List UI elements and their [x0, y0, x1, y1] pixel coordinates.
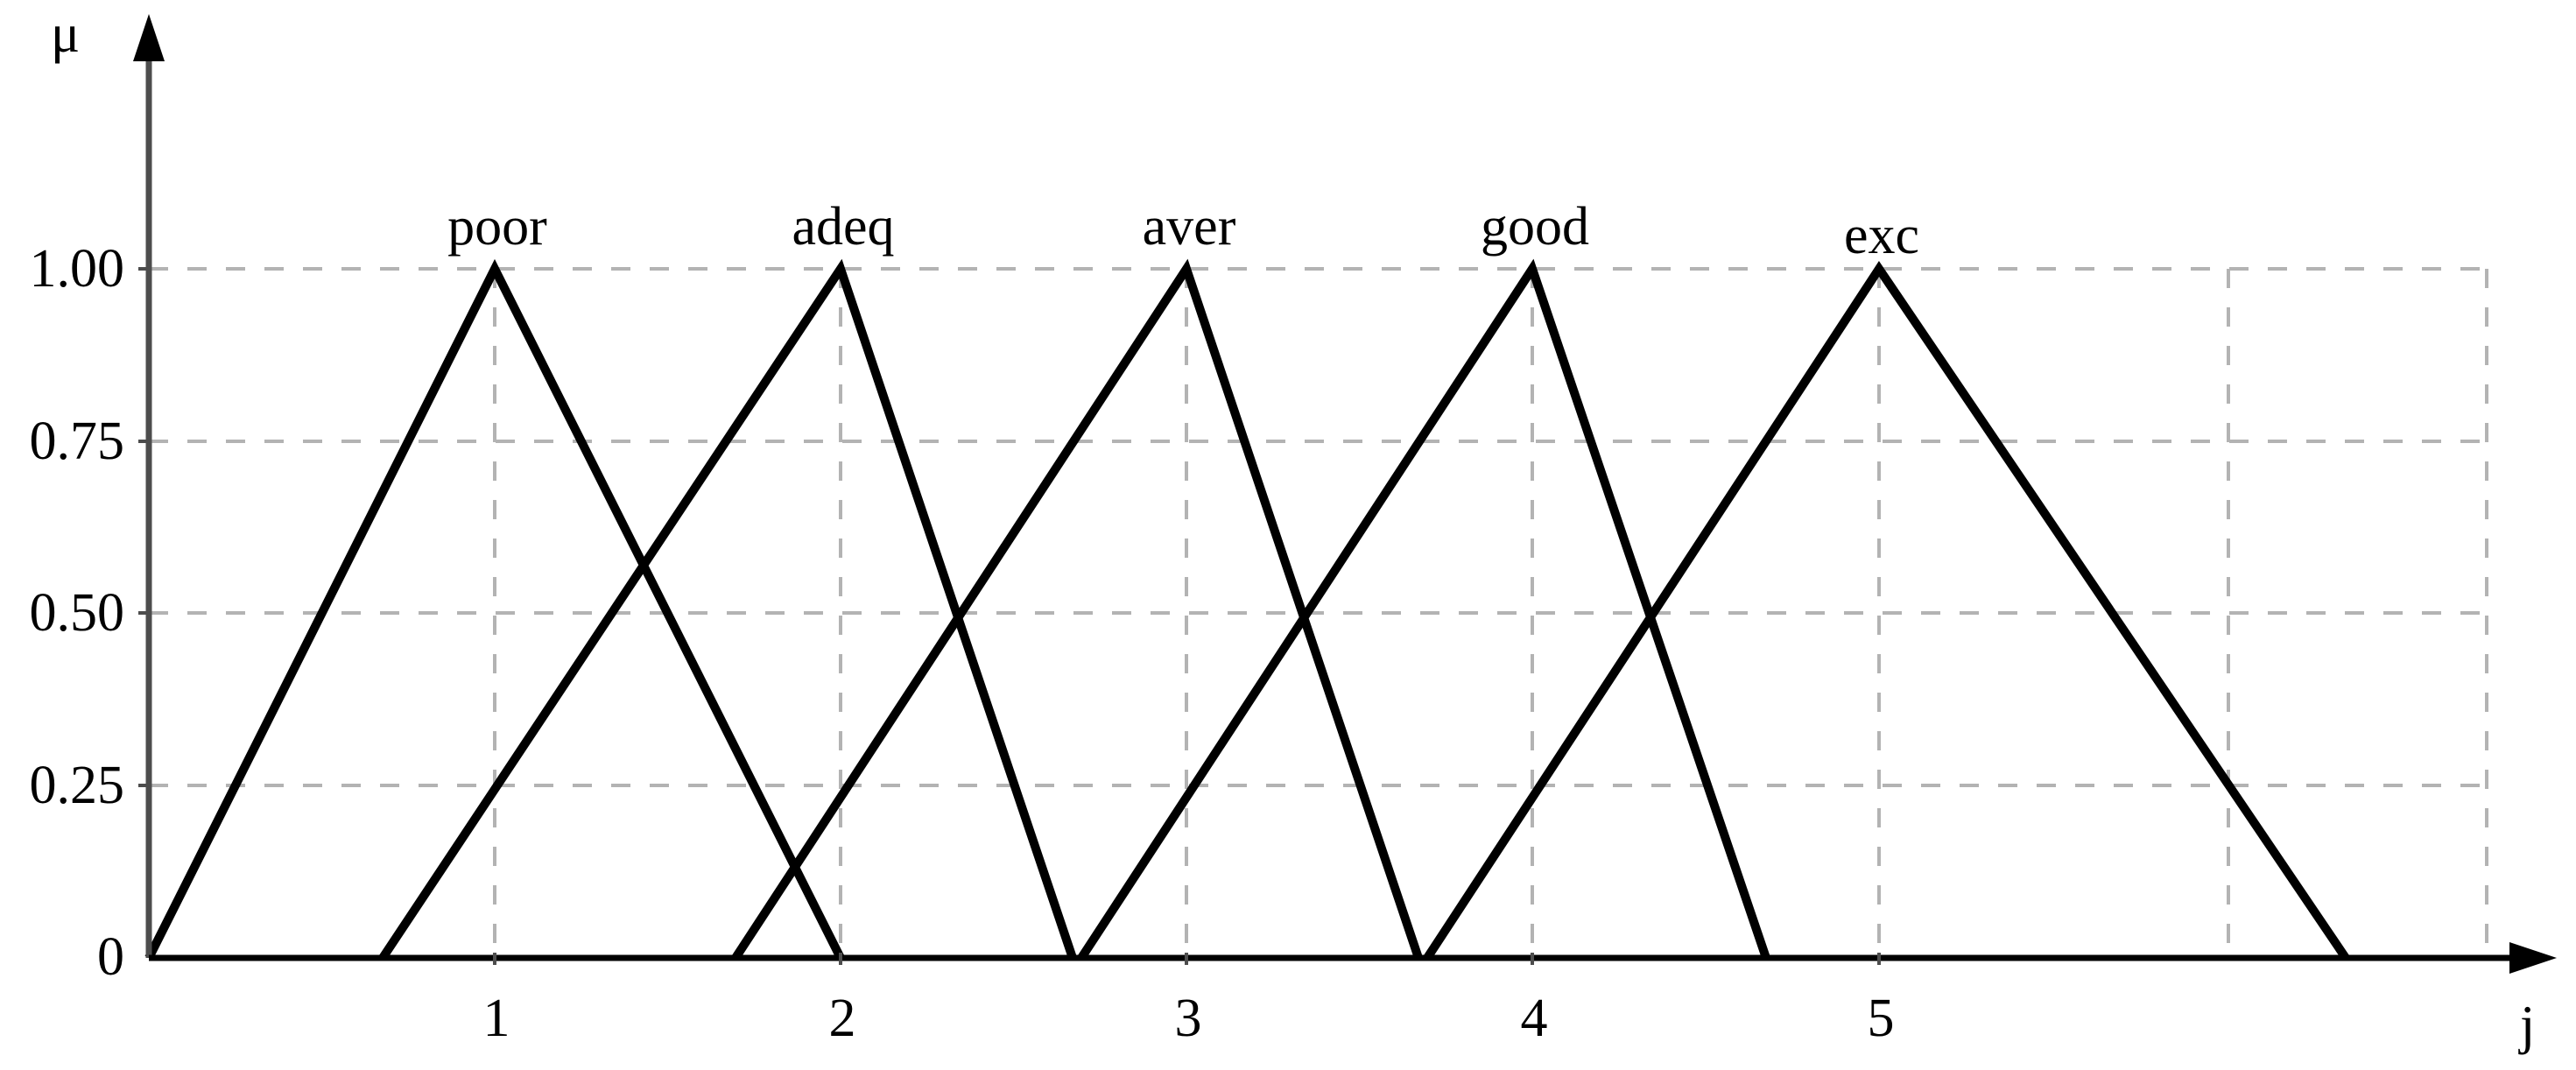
curve-exc	[1423, 260, 2350, 961]
y-axis-label: μ	[51, 4, 81, 64]
y-tick-label-0: 0	[97, 927, 124, 987]
curve-adeq	[378, 258, 1077, 961]
x-tick-label-2: 2	[828, 989, 856, 1048]
x-tick-label-4: 4	[1520, 989, 1548, 1048]
x-tick-label-1: 1	[482, 989, 510, 1048]
curve-aver	[731, 258, 1423, 961]
x-axis-label: j	[2520, 996, 2536, 1055]
horizontal-gridlines	[149, 267, 2487, 787]
x-tick-label-3: 3	[1174, 989, 1202, 1048]
y-tick-label-0.50: 0.50	[29, 583, 125, 643]
x-tick-label-5: 5	[1867, 989, 1895, 1048]
set-label-good: good	[1481, 197, 1589, 257]
set-label-aver: aver	[1142, 197, 1236, 257]
y-axis-arrowhead	[133, 14, 165, 61]
y-tick-label-0.25: 0.25	[29, 756, 125, 815]
y-tick-label-0.75: 0.75	[29, 412, 125, 471]
x-axis	[149, 942, 2557, 974]
x-axis-ticks	[493, 953, 1881, 965]
x-axis-arrowhead	[2509, 942, 2557, 974]
curve-poor	[144, 258, 845, 961]
set-label-adeq: adeq	[792, 197, 895, 257]
set-label-exc: exc	[1843, 206, 1920, 265]
curve-good	[1077, 258, 1770, 961]
membership-curves	[144, 258, 2350, 961]
y-tick-label-1.00: 1.00	[29, 239, 125, 299]
set-label-poor: poor	[447, 197, 547, 257]
y-axis	[133, 14, 165, 958]
